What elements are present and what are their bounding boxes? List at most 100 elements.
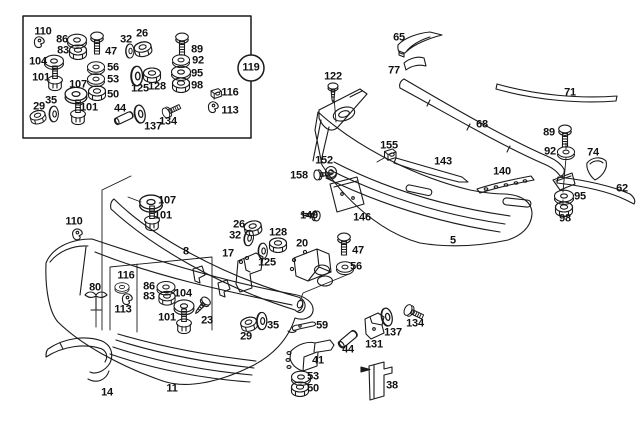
part-label: 110 [65, 215, 83, 228]
stud-bolt-icon [337, 232, 351, 256]
part-label: 104 [174, 287, 192, 300]
screw-icon [327, 82, 339, 103]
washer-icon [173, 299, 195, 316]
clip-icon [207, 101, 219, 114]
bracket-38 [368, 361, 393, 401]
part-label: 53 [307, 370, 319, 383]
part-label: 74 [587, 146, 599, 159]
washer-side-icon [48, 105, 59, 123]
part-label: 20 [296, 237, 308, 250]
strip-62 [556, 176, 636, 205]
part-label: 95 [574, 190, 586, 203]
part-label: 38 [386, 379, 398, 392]
part-label: 50 [107, 88, 119, 101]
part-label: 140 [493, 165, 511, 178]
part-label: 50 [307, 382, 319, 395]
part-label: 83 [143, 290, 155, 303]
clip-icon [33, 36, 45, 49]
part-label: 125 [131, 82, 149, 95]
part-label: 26 [136, 27, 148, 40]
washer-icon [86, 61, 106, 76]
strip-71 [495, 83, 618, 103]
part-label: 65 [393, 31, 405, 44]
strip-140 [476, 175, 535, 194]
part-label: 86 [143, 280, 155, 293]
part-label: 5 [450, 234, 456, 247]
absorber-20 [293, 248, 332, 282]
clip-59 [287, 321, 317, 334]
strip-143 [393, 157, 469, 183]
part-label: 32 [120, 33, 132, 46]
nut-icon [268, 237, 288, 254]
fog-lamp-hole [332, 106, 356, 122]
shim-77 [403, 56, 427, 71]
screw-icon [191, 294, 213, 318]
stud-bolt-icon [90, 31, 104, 55]
part-label: 47 [352, 244, 364, 257]
clip-icon [71, 227, 84, 241]
part-label: 143 [434, 155, 452, 168]
bracket-17 [235, 252, 264, 293]
part-label: 98 [191, 79, 203, 92]
part-label: 92 [192, 54, 204, 67]
part-label: 56 [107, 61, 119, 74]
washer-icon [171, 54, 191, 69]
part-label: 41 [312, 354, 324, 367]
part-label: 89 [543, 126, 555, 139]
washer-side-icon [256, 311, 268, 331]
bolt-icon [176, 308, 192, 335]
bracket-41 [289, 339, 335, 372]
part-label: 56 [350, 260, 362, 273]
stud-bolt-icon [558, 124, 572, 148]
stud-bolt-icon [175, 32, 189, 56]
part-label: 83 [57, 44, 69, 57]
part-label: 71 [564, 86, 576, 99]
part-label: 128 [269, 226, 287, 239]
part-label: 98 [559, 212, 571, 225]
part-label: 14 [101, 386, 113, 399]
nut-icon [132, 39, 154, 59]
washer-icon [114, 282, 130, 294]
part-label: 92 [544, 145, 556, 158]
nut-icon [87, 85, 107, 102]
group-callout-label: 119 [242, 61, 260, 74]
right-bumper-assembly [299, 31, 636, 247]
part-label: 146 [353, 211, 371, 224]
part-label: 116 [117, 269, 135, 282]
spoiler-lip-14 [45, 337, 113, 382]
band-8 [110, 198, 306, 314]
part-label: 107 [158, 194, 176, 207]
cage-nut-icon [210, 88, 222, 100]
part-label: 53 [107, 73, 119, 86]
bracket-131 [364, 312, 385, 340]
part-label: 29 [240, 330, 252, 343]
leader-frame [101, 175, 213, 333]
part-label: 149 [300, 209, 318, 222]
part-label: 110 [34, 25, 52, 38]
washer-side-icon [125, 43, 135, 59]
hardware-legend-box [22, 15, 265, 139]
part-label: 32 [229, 229, 241, 242]
part-label: 59 [316, 319, 328, 332]
part-label: 101 [154, 209, 172, 222]
part-label: 95 [191, 67, 203, 80]
part-label: 128 [148, 80, 166, 93]
bumper-corner [318, 88, 368, 131]
part-label: 29 [33, 100, 45, 113]
part-label: 11 [166, 382, 178, 395]
part-label: 80 [89, 281, 101, 294]
part-label: 47 [105, 45, 117, 58]
part-label: 101 [80, 101, 98, 114]
center-mounting-parts [235, 219, 426, 401]
part-label: 23 [201, 314, 213, 327]
part-label: 89 [191, 43, 203, 56]
part-label: 131 [365, 338, 383, 351]
grille-slats [109, 333, 257, 383]
part-label: 152 [315, 154, 333, 167]
group-callout-circle [237, 54, 265, 82]
part-label: 116 [221, 86, 239, 99]
part-label: 86 [56, 33, 68, 46]
part-label: 137 [384, 326, 402, 339]
part-label: 101 [158, 311, 176, 324]
